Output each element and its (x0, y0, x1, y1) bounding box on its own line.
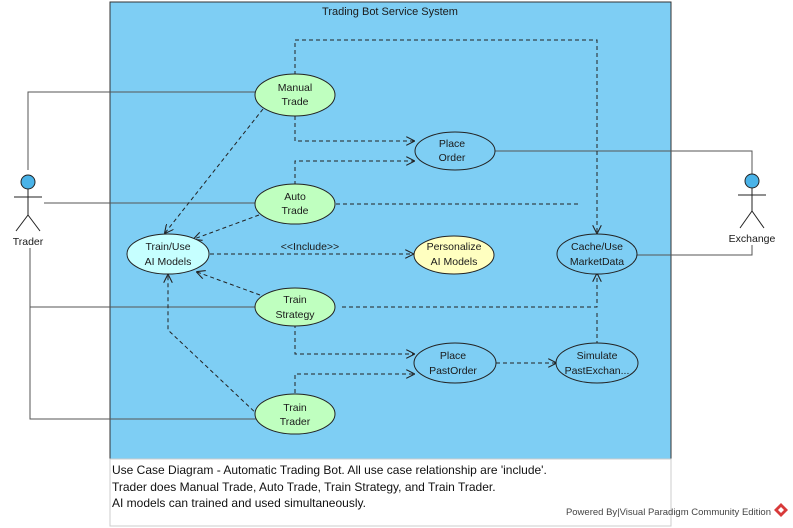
use-case-label: Auto (284, 191, 306, 203)
system-title: Trading Bot Service System (322, 6, 458, 18)
use-case-label: Manual (278, 82, 312, 94)
include-manual-order (294, 116, 414, 141)
actor-trader[interactable]: Trader (13, 174, 44, 248)
actor-exchange[interactable]: Exchange (729, 173, 776, 245)
use-case-label: Trade (281, 96, 308, 108)
include-auto-ai (194, 214, 260, 239)
use-case-cache-use-marketdata[interactable]: Cache/Use MarketData (556, 233, 638, 275)
associations (27, 91, 753, 420)
use-case-label: Order (439, 152, 466, 164)
include-strategy-pastorder (294, 324, 414, 354)
use-case-label: Cache/Use (571, 241, 623, 253)
actor-label: Trader (13, 236, 44, 248)
use-case-label: Train/Use (145, 241, 190, 253)
use-case-label: Place (440, 350, 466, 362)
actor-head-icon (20, 174, 36, 190)
use-case-label: MarketData (570, 256, 624, 268)
use-case-label: Personalize (427, 241, 482, 253)
use-case-simulate-pastexchange[interactable]: Simulate PastExchan... (555, 342, 639, 384)
use-case-label: Trader (280, 416, 311, 428)
include-manual-ai (165, 108, 264, 233)
system-boundary[interactable]: Trading Bot Service System (109, 1, 672, 460)
use-case-train-strategy[interactable]: Train Strategy (254, 287, 336, 327)
actor-head-icon (744, 173, 760, 189)
powered-by-text: Powered By|Visual Paradigm Community Edi… (566, 507, 771, 518)
use-case-label: AI Models (431, 256, 478, 268)
use-case-auto-trade[interactable]: Auto Trade (254, 183, 336, 225)
include-trainer-ai (168, 275, 260, 417)
powered-by-footer: Powered By|Visual Paradigm Community Edi… (566, 503, 788, 518)
assoc-trader-trainer (29, 307, 256, 420)
use-case-label: AI Models (145, 256, 192, 268)
use-case-label: Strategy (275, 309, 315, 321)
include-trainer-pastorder (294, 374, 414, 393)
actor-label: Exchange (729, 233, 776, 245)
note-line: Use Case Diagram - Automatic Trading Bot… (112, 463, 547, 477)
use-case-label: Train (283, 294, 307, 306)
use-case-label: Simulate (577, 350, 618, 362)
note-line: AI models can trained and used simultane… (112, 496, 366, 510)
use-case-label: Place (439, 138, 465, 150)
assoc-exchange-order (495, 150, 753, 175)
use-case-place-pastorder[interactable]: Place PastOrder (413, 342, 497, 384)
use-case-label: Train (283, 402, 307, 414)
use-case-label: PastOrder (429, 365, 477, 377)
diagram-note[interactable]: Use Case Diagram - Automatic Trading Bot… (109, 458, 672, 527)
use-case-label: PastExchan... (565, 365, 630, 377)
include-label: <<Include>> (281, 241, 339, 253)
use-case-train-use-ai-models[interactable]: Train/Use AI Models (126, 233, 210, 275)
use-case-personalize-ai-models[interactable]: Personalize AI Models (413, 235, 495, 275)
include-strategy-cache (342, 274, 597, 308)
include-manual-cache (294, 39, 597, 233)
note-line: Trader does Manual Trade, Auto Trade, Tr… (112, 480, 496, 494)
include-auto-order (294, 161, 414, 185)
includes (165, 39, 597, 417)
use-case-label: Trade (281, 205, 308, 217)
use-case-train-trader[interactable]: Train Trader (254, 393, 336, 435)
use-case-place-order[interactable]: Place Order (414, 131, 496, 171)
assoc-trader-manual (27, 91, 256, 170)
assoc-exchange-cache (637, 245, 753, 256)
use-case-manual-trade[interactable]: Manual Trade (254, 73, 336, 117)
